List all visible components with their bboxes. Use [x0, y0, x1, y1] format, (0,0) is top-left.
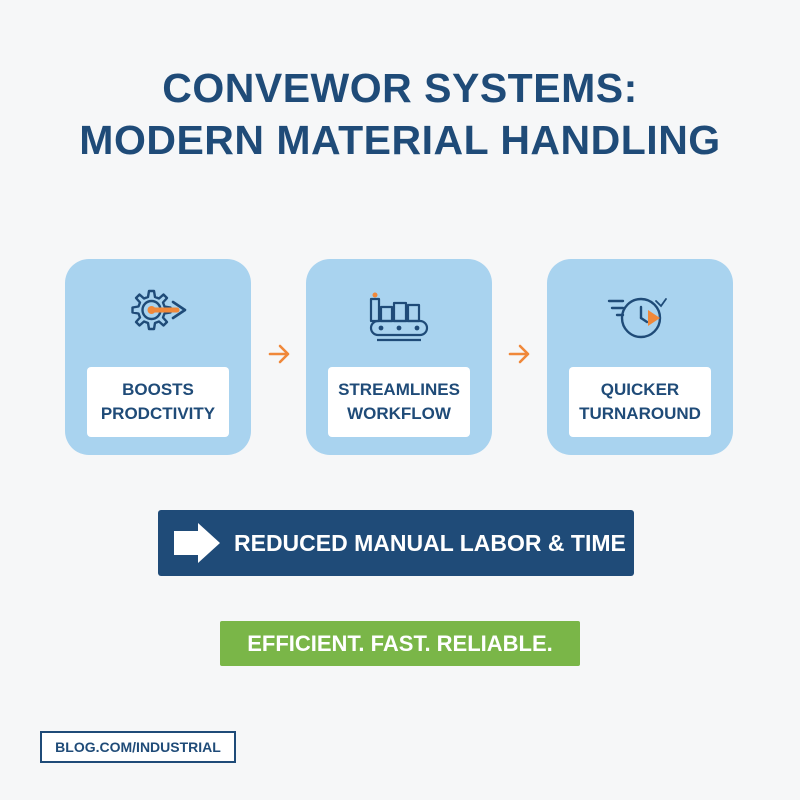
gear-arrow-icon	[131, 289, 187, 331]
benefit-label-line-2: PRODCTIVITY	[100, 404, 216, 423]
orange-arrow-icon	[268, 344, 290, 364]
page-title: CONVEWOR SYSTEMS: MODERN MATERIAL HANDLI…	[0, 62, 800, 166]
benefit-label: STREAMLINES WORKFLOW	[328, 367, 470, 437]
benefit-card-workflow: STREAMLINES WORKFLOW	[306, 259, 492, 455]
orange-arrow-icon	[508, 344, 530, 364]
benefit-label: QUICKER TURNAROUND	[569, 367, 711, 437]
benefit-label-line-2: TURNAROUND	[579, 404, 701, 423]
conveyor-belt-icon	[369, 292, 429, 342]
benefit-label: BOOSTS PRODCTIVITY	[87, 367, 229, 437]
benefit-card-turnaround: QUICKER TURNAROUND	[547, 259, 733, 455]
benefit-label-line-1: BOOSTS	[122, 380, 194, 399]
key-benefit-banner: REDUCED MANUAL LABOR & TIME	[158, 510, 634, 576]
benefit-label-line-1: STREAMLINES	[338, 380, 460, 399]
right-arrow-icon	[174, 523, 220, 563]
benefit-label-line-1: QUICKER	[600, 380, 680, 399]
benefit-label-line-2: WORKFLOW	[347, 404, 451, 423]
fast-clock-icon	[607, 297, 667, 339]
banner-text: REDUCED MANUAL LABOR & TIME	[234, 530, 626, 556]
benefit-card-productivity: BOOSTS PRODCTIVITY	[65, 259, 251, 455]
title-line-1: CONVEWOR SYSTEMS:	[162, 65, 638, 111]
tagline-badge: EFFICIENT. FAST. RELIABLE.	[220, 621, 580, 666]
title-line-2: MODERN MATERIAL HANDLING	[79, 117, 721, 163]
footer-url: BLOG.COM/INDUSTRIAL	[40, 731, 236, 763]
